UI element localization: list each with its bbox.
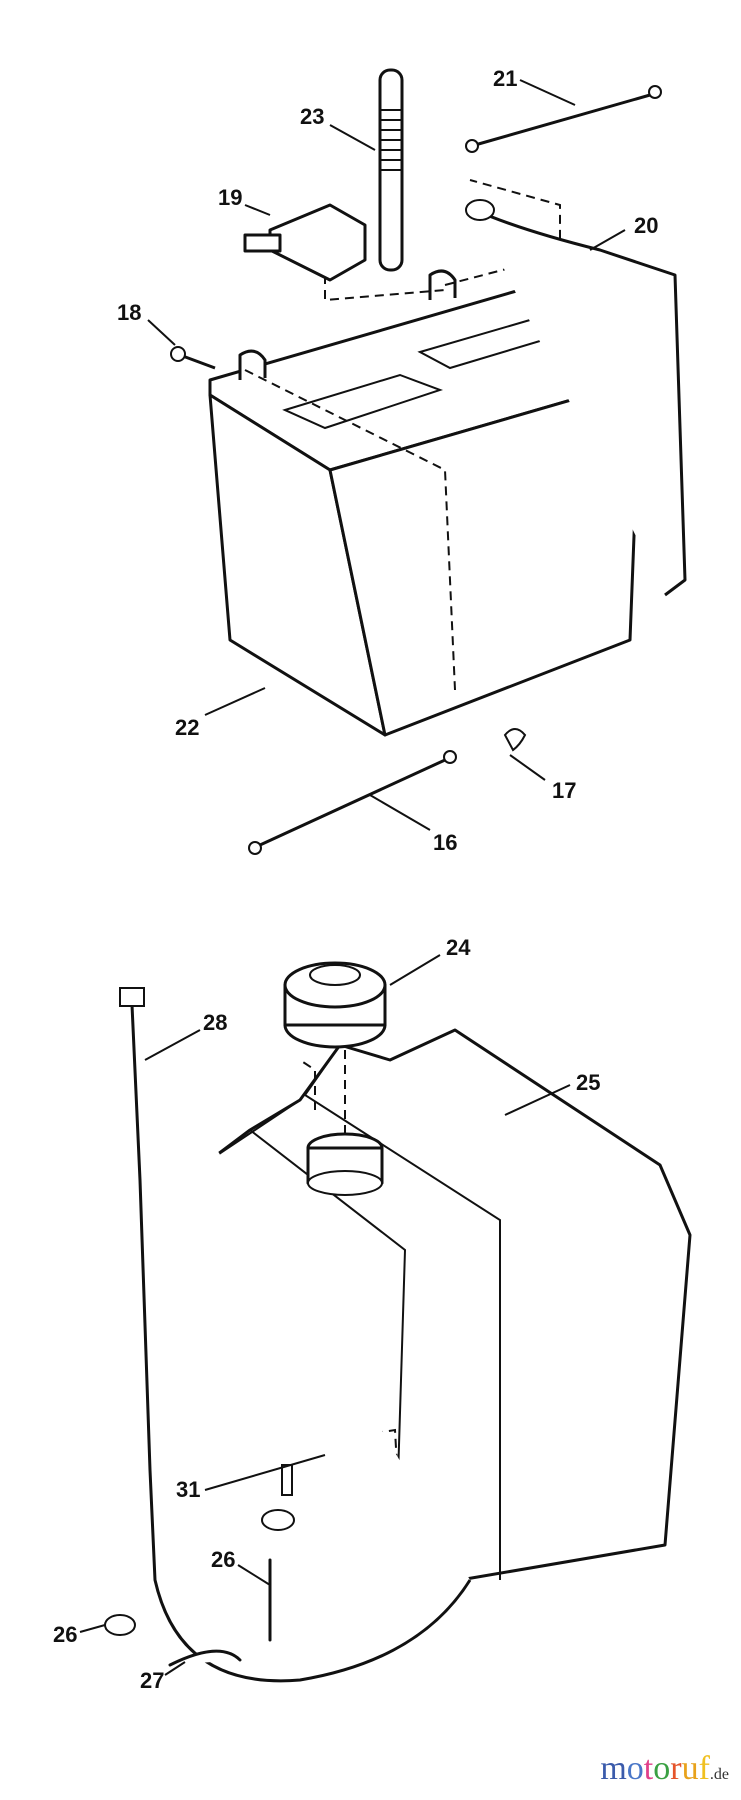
fuel-cap xyxy=(283,961,387,1049)
callout-18: 18 xyxy=(117,300,141,325)
callout-26: 26 xyxy=(211,1547,235,1572)
watermark-logo: motoruf.de xyxy=(600,1750,729,1787)
callout-20: 20 xyxy=(634,213,658,238)
callout-19: 19 xyxy=(218,185,242,210)
fuel-line xyxy=(104,987,472,1683)
callout-27: 27 xyxy=(140,1668,164,1693)
callout-17: 17 xyxy=(552,778,576,803)
vent-tube xyxy=(378,68,404,272)
callout-25: 25 xyxy=(576,1070,600,1095)
leader-lines xyxy=(79,79,626,1676)
callout-24: 24 xyxy=(446,935,471,960)
callout-28: 28 xyxy=(203,1010,227,1035)
callout-26: 26 xyxy=(53,1622,77,1647)
callout-23: 23 xyxy=(300,104,324,129)
callout-16: 16 xyxy=(433,830,457,855)
callout-21: 21 xyxy=(493,66,517,91)
callout-22: 22 xyxy=(175,715,199,740)
battery xyxy=(208,179,642,737)
cables xyxy=(170,85,687,855)
terminal-cover xyxy=(243,203,367,282)
callout-31: 31 xyxy=(176,1477,200,1502)
